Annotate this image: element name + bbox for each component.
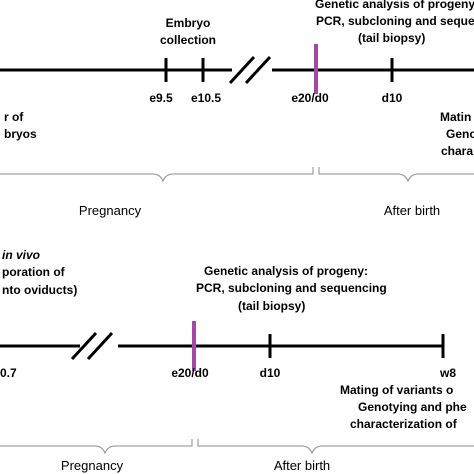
bottom-break-mark-1 [70,331,98,361]
bottom-phase-pregnancy: Pregnancy [61,458,124,473]
bottom-timeline: in vivo poration of nto oviducts) Geneti… [0,248,474,473]
bottom-tick-label-d10: d10 [260,366,281,380]
top-genetic-label-3: (tail biopsy) [358,31,425,45]
bottom-right-label-2: Genotying and phe [358,400,467,414]
top-embryo-label-2: collection [160,33,216,47]
top-tick-label-e105: e10.5 [191,91,221,105]
top-left-label-2: bryos [4,127,37,141]
bottom-right-label-1: Mating of variants o [340,383,453,397]
top-pregnancy-bracket [0,167,314,183]
bottom-phase-afterbirth: After birth [274,458,330,473]
top-timeline: Embryo collection Genetic analysis of pr… [0,0,474,218]
top-phase-pregnancy: Pregnancy [79,203,142,218]
top-right-label-3: chara [441,144,473,158]
top-afterbirth-bracket [318,167,474,183]
top-embryo-label-1: Embryo [166,16,211,30]
top-right-label-1: Matin [440,110,471,124]
bottom-genetic-label-1: Genetic analysis of progeny: [204,264,368,278]
top-tick-label-e95: e9.5 [149,91,173,105]
bottom-break-mark-2 [86,331,114,361]
top-genetic-label-1: Genetic analysis of progeny [315,0,474,11]
bottom-right-label-3: characterization of [350,417,458,431]
bottom-genetic-label-2: PCR, subcloning and sequencing [196,281,387,295]
bottom-left-label-1: in vivo [2,248,40,262]
top-right-label-2: Geno [446,127,474,141]
top-left-label-1: r of [4,110,24,124]
bottom-genetic-label-3: (tail biopsy) [238,299,305,313]
bottom-tick-label-w8: w8 [439,366,456,380]
bottom-left-label-3: nto oviducts) [2,283,77,297]
top-tick-label-e20: e20/d0 [291,91,329,105]
bottom-left-label-2: poration of [2,265,66,279]
top-break-mark-2 [244,55,272,85]
bottom-afterbirth-bracket [197,439,474,455]
top-tick-label-d10: d10 [382,91,403,105]
top-phase-afterbirth: After birth [384,203,440,218]
bottom-tick-label-e20: e20/d0 [171,366,209,380]
bottom-tick-label-e07: 0.7 [0,366,17,380]
top-genetic-label-2: PCR, subcloning and sequencing [316,14,474,28]
top-break-mark-1 [228,55,256,85]
bottom-pregnancy-bracket [0,439,193,455]
